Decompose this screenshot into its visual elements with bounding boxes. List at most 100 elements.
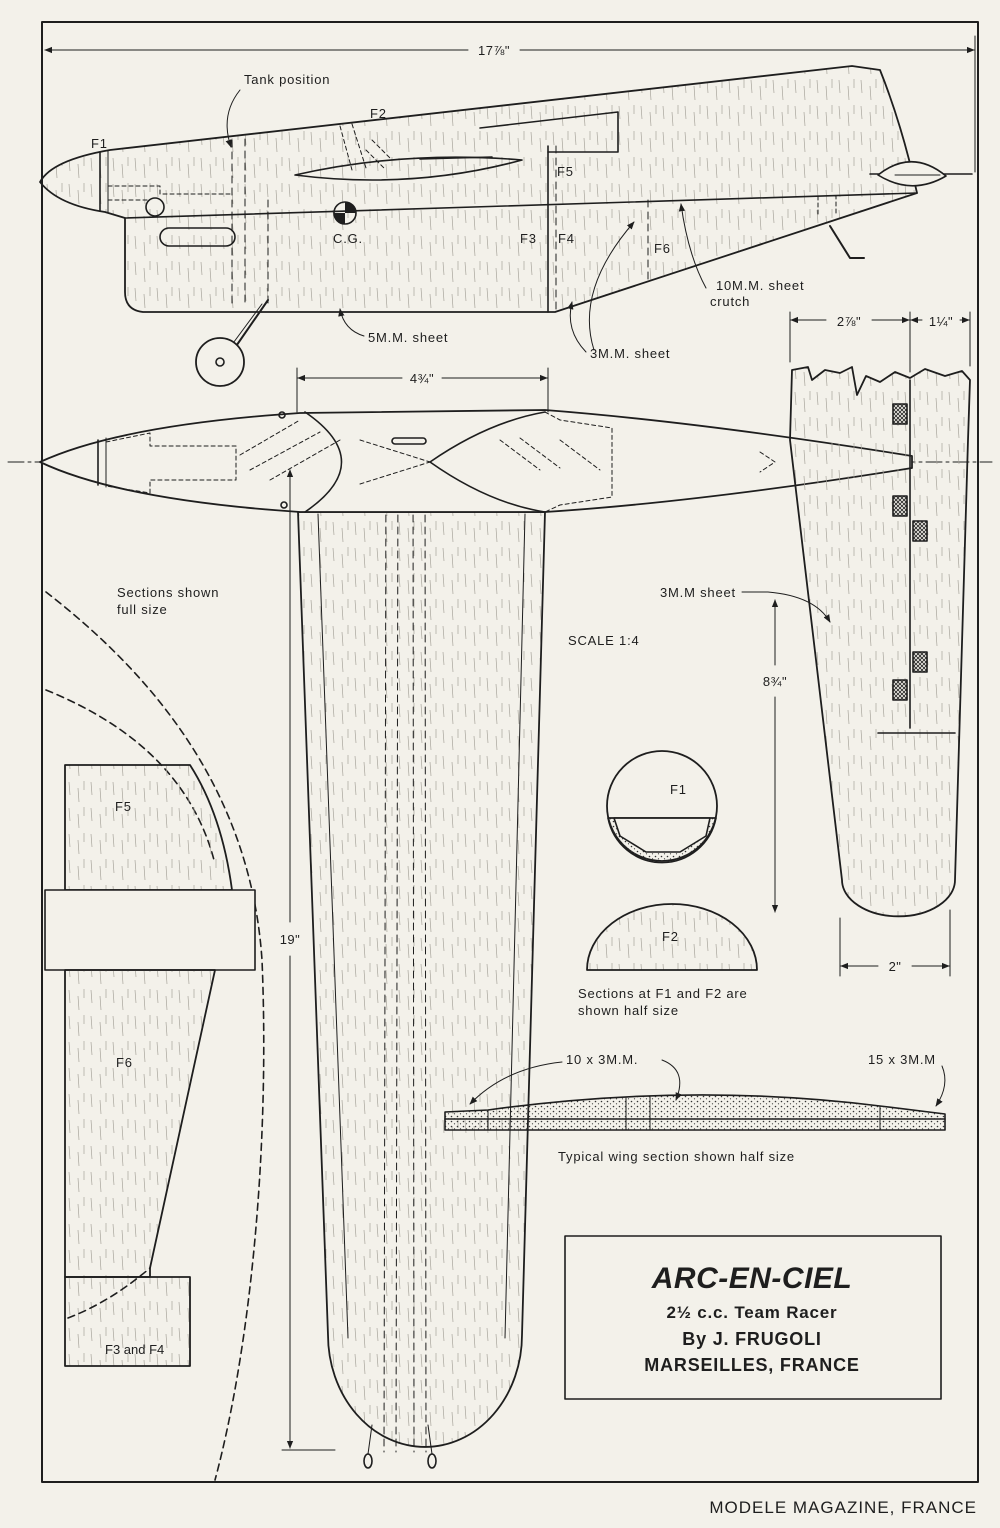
section-f3-f4-label: F3 and F4 — [105, 1342, 164, 1357]
leadout-wire-right — [427, 1424, 433, 1455]
wing-section-le-label: 10 x 3M.M. — [566, 1052, 638, 1067]
undercarriage-leg — [231, 299, 269, 353]
plan-lens-upper — [429, 411, 546, 463]
wing-section: 10 x 3M.M. 15 x 3M.M Typical wing sectio… — [444, 1052, 946, 1164]
cowl-dashed-detail — [107, 185, 233, 201]
f3-f4-section — [64, 1276, 191, 1367]
full-size-dashed-outline-inner — [45, 689, 215, 861]
wing-slot — [419, 156, 493, 160]
hinge-1 — [892, 403, 908, 425]
tail-span-dimension: 8¾" — [763, 599, 787, 913]
plan-hatch-slot — [391, 437, 427, 445]
hinge-4 — [912, 651, 928, 673]
tail-span-label: 8¾" — [763, 674, 787, 689]
tail-dashed-detail — [817, 195, 837, 215]
full-size-dashed-outline-outer — [45, 591, 265, 1481]
model-class: 2½ c.c. Team Racer — [667, 1303, 838, 1322]
wing-root-dimension: 4¾" — [296, 367, 549, 413]
leadout-line-4 — [424, 454, 427, 1453]
plan-tank-dashed — [239, 419, 431, 485]
model-name: ARC-EN-CIEL — [651, 1262, 853, 1295]
half-size-sections: F1 F2 Sections at F1 and F2 are shown ha… — [578, 750, 758, 1018]
tank-position-leader — [225, 89, 241, 148]
wing-section-te-leader — [935, 1065, 946, 1107]
title-block: ARC-EN-CIEL 2½ c.c. Team Racer By J. FRU… — [564, 1235, 942, 1400]
wing-section-te-label: 15 x 3M.M — [868, 1052, 936, 1067]
cg-quadrant-b — [334, 213, 345, 224]
f5-section — [64, 764, 233, 891]
wing-root-label: 4¾" — [410, 371, 434, 386]
tailplane-view: 2⅞" 1¼" 8¾" 2" 3M.M sheet — [660, 311, 971, 977]
side-sheet-leader — [338, 308, 365, 337]
wing-inner-line-right — [504, 513, 526, 1339]
tail-skid — [829, 225, 865, 259]
cg-symbol — [333, 201, 357, 225]
full-size-sections: Sections shown full size F5 F6 F3 and F4 — [44, 585, 265, 1481]
leadout-line-2 — [395, 454, 399, 1453]
leadout-wire-left — [367, 1424, 373, 1455]
plan-bellcrank-pivot-top — [278, 411, 286, 419]
f6-label: F6 — [654, 241, 671, 256]
model-location: MARSEILLES, FRANCE — [644, 1355, 859, 1375]
half-section-f2-label: F2 — [662, 929, 679, 944]
tail-sheet-leader — [588, 221, 635, 351]
plan-view-fuselage-outline — [39, 409, 913, 513]
hinge-2 — [892, 495, 908, 517]
side-view: Tank position F1 F2 F5 C.G. F3 F4 F6 10M… — [39, 65, 973, 387]
hinge-3 — [912, 520, 928, 542]
leadout-eyelet-left — [363, 1453, 373, 1469]
tail-sheet-leader-2 — [567, 301, 587, 353]
section-f6-label: F6 — [116, 1055, 133, 1070]
f5-label: F5 — [557, 164, 574, 179]
plan-nose-dashed-outline — [105, 432, 237, 494]
plan-lens-lower — [429, 461, 546, 513]
tail-elevator-chord-label: 1¼" — [929, 314, 953, 329]
scale-label: SCALE 1:4 — [568, 633, 640, 648]
tail-chord-dimension: 2⅞" 1¼" — [789, 311, 971, 373]
publication-credit: MODELE MAGAZINE, FRANCE — [709, 1498, 977, 1517]
crutch-label-line1: 10M.M. sheet — [716, 278, 804, 293]
wheel-hub — [215, 357, 225, 367]
wing-section-le-leader-2 — [661, 1059, 682, 1101]
full-size-note-line2: full size — [117, 602, 168, 617]
f6-section — [64, 969, 216, 1278]
landing-gear — [195, 299, 269, 387]
wing-inner-line-left — [317, 513, 349, 1339]
tail-fixed-chord-label: 2⅞" — [837, 314, 861, 329]
rudder-fairing — [869, 161, 973, 187]
cg-quadrant-a — [345, 202, 356, 213]
fin-fairing-teardrop — [877, 161, 947, 187]
plan-wing-root-curve — [304, 411, 343, 513]
tailplane-outline — [789, 366, 971, 918]
overall-length-dimension: 17⅞" — [44, 35, 976, 173]
drawing-frame — [41, 21, 979, 1483]
wing-section-le-leader — [469, 1061, 563, 1105]
crutch-line — [124, 192, 918, 219]
wing-root-fairing — [294, 156, 523, 181]
f2-label: F2 — [370, 106, 387, 121]
overall-length-label: 17⅞" — [478, 43, 510, 58]
hinge-5 — [892, 679, 908, 701]
wing-section-caption: Typical wing section shown half size — [558, 1149, 795, 1164]
model-designer: By J. FRUGOLI — [682, 1329, 821, 1349]
tailplane-sheet-label: 3M.M sheet — [660, 585, 736, 600]
exhaust-slot — [159, 227, 236, 247]
wing-span-label: 19" — [280, 932, 301, 947]
cockpit-outline — [479, 111, 619, 153]
leadout-eyelet-right — [427, 1453, 437, 1469]
side-view-fuselage-outline — [39, 65, 918, 313]
half-size-note-line1: Sections at F1 and F2 are — [578, 986, 748, 1001]
wing-span-dimension: 19" — [280, 469, 336, 1451]
crutch-label-line2: crutch — [710, 294, 750, 309]
cg-label: C.G. — [333, 231, 363, 246]
tank-position-label: Tank position — [244, 72, 330, 87]
title-box — [564, 1235, 942, 1400]
full-size-note-line1: Sections shown — [117, 585, 219, 600]
f2-dashed-lines — [339, 123, 393, 171]
half-size-note-line2: shown half size — [578, 1003, 679, 1018]
half-section-f1-label: F1 — [670, 782, 687, 797]
f3-label: F3 — [520, 231, 537, 246]
wheel — [195, 337, 245, 387]
tail-tip-dimension: 2" — [839, 909, 951, 977]
